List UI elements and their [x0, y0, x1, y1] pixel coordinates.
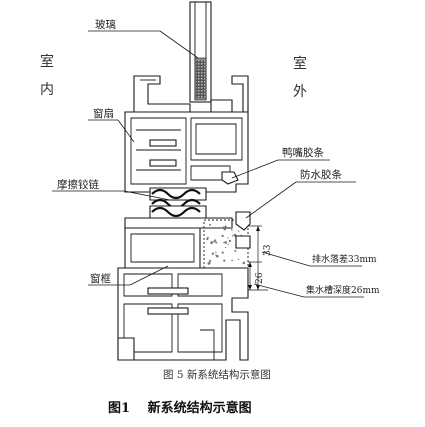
waterproof-strip-seal: [235, 211, 251, 249]
room-outside-char-2: 外: [293, 84, 307, 100]
room-outside-char-1: 室: [293, 55, 307, 72]
label-frame: 窗框: [90, 272, 111, 285]
label-glass: 玻璃: [95, 18, 116, 31]
water-droplet: [234, 249, 237, 252]
water-droplet: [240, 234, 242, 236]
room-inside-char-1: 室: [40, 53, 54, 70]
water-droplet: [208, 259, 212, 262]
water-droplet: [221, 234, 224, 238]
water-droplet: [210, 241, 214, 245]
water-droplet: [231, 235, 234, 237]
sash-profile: [124, 75, 249, 193]
dimension-depth-value: 26: [255, 272, 265, 284]
water-droplet: [237, 258, 240, 261]
label-friction-hinge: 摩擦铰链: [57, 178, 99, 191]
water-droplet: [228, 239, 232, 243]
water-droplet: [215, 241, 218, 244]
dimension-drop-value: 33: [263, 244, 273, 256]
label-waterproof-strip: 防水胶条: [300, 168, 342, 181]
water-droplet: [209, 223, 212, 226]
water-droplet: [214, 239, 217, 242]
friction-hinge: [149, 187, 207, 219]
water-droplet: [224, 241, 228, 244]
frame-profile: [117, 217, 249, 361]
water-droplet: [227, 237, 229, 239]
exterior-glazing-bead: [210, 75, 249, 113]
water-droplet: [223, 228, 226, 231]
water-droplet: [221, 251, 224, 254]
glass-pane: [189, 1, 212, 103]
figure-caption-inner: 图 5 新系统结构示意图: [163, 368, 271, 381]
water-droplet: [227, 243, 229, 246]
water-droplet: [224, 246, 227, 249]
leader-lines: [52, 30, 364, 298]
figure-caption-outer: 图1 新系统结构示意图: [108, 400, 252, 416]
water-droplet: [224, 225, 227, 228]
label-duckbill-strip: 鸭嘴胶条: [282, 146, 324, 159]
water-droplet: [216, 254, 219, 258]
water-droplet: [215, 251, 217, 253]
water-droplet: [231, 226, 233, 229]
water-droplet: [238, 230, 240, 232]
water-droplet: [211, 252, 215, 255]
water-droplet: [209, 262, 211, 264]
water-droplet: [223, 259, 226, 262]
water-droplet: [206, 238, 209, 241]
water-droplet: [231, 259, 233, 262]
label-sash: 窗扇: [93, 107, 114, 120]
room-inside-char-2: 内: [40, 82, 54, 98]
label-sump-depth: 集水槽深度26mm: [306, 284, 380, 296]
duckbill-strip-seal: [221, 171, 239, 185]
label-drain-drop: 排水落差33mm: [312, 253, 377, 265]
water-droplet: [231, 228, 233, 231]
water-droplet: [242, 261, 246, 265]
dimension-lines: [248, 225, 268, 291]
water-droplet: [223, 241, 225, 244]
